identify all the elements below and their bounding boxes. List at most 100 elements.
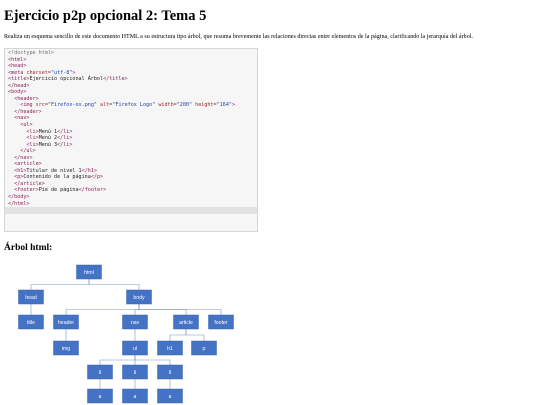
code-token: <article> bbox=[14, 161, 42, 168]
code-token: <nav> bbox=[14, 115, 30, 122]
tree-node-box bbox=[157, 340, 183, 356]
tree-node-label: ul bbox=[133, 346, 137, 352]
tree-edge bbox=[99, 355, 136, 365]
code-token: <title> bbox=[8, 76, 30, 83]
tree-node-box bbox=[87, 364, 113, 380]
code-line: </ul> bbox=[5, 148, 257, 155]
code-line: <title>Ejercicio opcional Árbol</title> bbox=[5, 76, 257, 83]
code-token: </li> bbox=[57, 128, 73, 135]
tree-node-label: a bbox=[99, 394, 102, 400]
tree-node-box bbox=[157, 388, 183, 404]
tree-node-box bbox=[126, 289, 152, 305]
code-line: </nav> bbox=[5, 155, 257, 162]
code-line: <li>Menú 3</li> bbox=[5, 142, 257, 149]
code-token: charset= bbox=[26, 69, 51, 76]
code-line: <p>Contenido de la página</p> bbox=[5, 174, 257, 181]
code-token: </ul> bbox=[20, 148, 36, 155]
code-token: </header> bbox=[14, 108, 42, 115]
code-token: <img bbox=[20, 102, 36, 109]
tree-node-label: p bbox=[203, 346, 206, 352]
code-token: Pie de página bbox=[38, 187, 79, 194]
tree-node-box bbox=[53, 340, 79, 356]
tree-node-a1: a bbox=[87, 388, 113, 404]
code-token: <meta bbox=[8, 69, 27, 76]
tree-edge bbox=[65, 304, 140, 315]
tree-edge bbox=[138, 304, 222, 315]
code-token: Menú 1 bbox=[38, 128, 58, 135]
code-token: "200" bbox=[176, 102, 193, 109]
tree-node-header: header bbox=[53, 314, 79, 330]
tree-node-article: article bbox=[173, 314, 199, 330]
code-line: <h1>Titular de nivel 1</h1> bbox=[5, 168, 257, 175]
code-token: > bbox=[231, 102, 236, 109]
tree-node-label: nav bbox=[131, 320, 140, 326]
tree-node-p: p bbox=[191, 340, 217, 356]
code-line: <article> bbox=[5, 161, 257, 168]
tree-node-a2: a bbox=[122, 388, 148, 404]
tree-node-box bbox=[18, 314, 44, 330]
code-line: <!doctype html> bbox=[5, 50, 257, 57]
code-token: <ul> bbox=[20, 122, 33, 129]
tree-node-body: body bbox=[126, 289, 152, 305]
code-line: <li>Menú 1</li> bbox=[5, 129, 257, 136]
tree-heading: Árbol html: bbox=[4, 243, 53, 253]
code-token: </nav> bbox=[14, 154, 33, 161]
code-token: Menú 2 bbox=[38, 135, 58, 142]
code-token: src= bbox=[35, 102, 48, 109]
tree-node-a3: a bbox=[157, 388, 183, 404]
page-title: Ejercicio p2p opcional 2: Tema 5 bbox=[4, 8, 207, 24]
tree-node-label: h1 bbox=[167, 346, 173, 352]
code-token: <header> bbox=[14, 95, 39, 102]
code-token: Ejercicio opcional Árbol bbox=[29, 76, 104, 83]
code-token: </body> bbox=[8, 194, 30, 201]
tree-edge bbox=[169, 329, 187, 341]
tree-node-box bbox=[53, 314, 79, 330]
tree-node-nav: nav bbox=[122, 314, 148, 330]
tree-edge bbox=[134, 355, 171, 365]
tree-node-box bbox=[122, 314, 148, 330]
code-line bbox=[5, 207, 257, 214]
tree-node-img: img bbox=[53, 340, 79, 356]
code-token: <li> bbox=[26, 128, 39, 135]
code-token: height= bbox=[192, 102, 217, 109]
code-token: Titular de nivel 1 bbox=[26, 167, 82, 174]
tree-node-label: a bbox=[169, 394, 172, 400]
tree-node-li3: li bbox=[157, 364, 183, 380]
tree-node-footer: footer bbox=[208, 314, 234, 330]
code-line: <img src="Firefox-os.png" alt="Firefox L… bbox=[5, 102, 257, 109]
code-line: </html> bbox=[5, 201, 257, 208]
code-block: <!doctype html><html><head><meta charset… bbox=[4, 48, 258, 232]
tree-node-label: title bbox=[27, 320, 35, 326]
code-token: </title> bbox=[103, 76, 128, 83]
code-line: <ul> bbox=[5, 122, 257, 129]
code-token: </li> bbox=[57, 141, 73, 148]
tree-node-title: title bbox=[18, 314, 44, 330]
code-line: </article> bbox=[5, 181, 257, 188]
code-line: <body> bbox=[5, 89, 257, 96]
tree-node-box bbox=[173, 314, 199, 330]
code-token: <h1> bbox=[14, 167, 27, 174]
tree-node-label: footer bbox=[214, 320, 228, 326]
tree-node-label: article bbox=[179, 320, 193, 326]
code-token: </h1> bbox=[81, 167, 97, 174]
tree-node-box bbox=[157, 364, 183, 380]
code-line: <meta charset="utf-8"> bbox=[5, 70, 257, 77]
tree-node-box bbox=[87, 388, 113, 404]
tree-node-html: html bbox=[76, 264, 102, 280]
code-token: "utf-8" bbox=[50, 69, 73, 76]
code-line: </head> bbox=[5, 83, 257, 90]
tree-node-box bbox=[76, 264, 102, 280]
tree-edge bbox=[134, 304, 140, 315]
tree-node-label: a bbox=[134, 394, 137, 400]
tree-edge bbox=[30, 279, 90, 290]
tree-node-label: li bbox=[134, 370, 136, 376]
code-token: <head> bbox=[8, 63, 27, 70]
tree-node-li2: li bbox=[122, 364, 148, 380]
tree-node-ul: ul bbox=[122, 340, 148, 356]
code-token: <li> bbox=[26, 135, 39, 142]
code-line: </header> bbox=[5, 109, 257, 116]
code-line: </body> bbox=[5, 194, 257, 201]
code-token: <p> bbox=[14, 174, 24, 181]
tree-node-label: li bbox=[169, 370, 171, 376]
